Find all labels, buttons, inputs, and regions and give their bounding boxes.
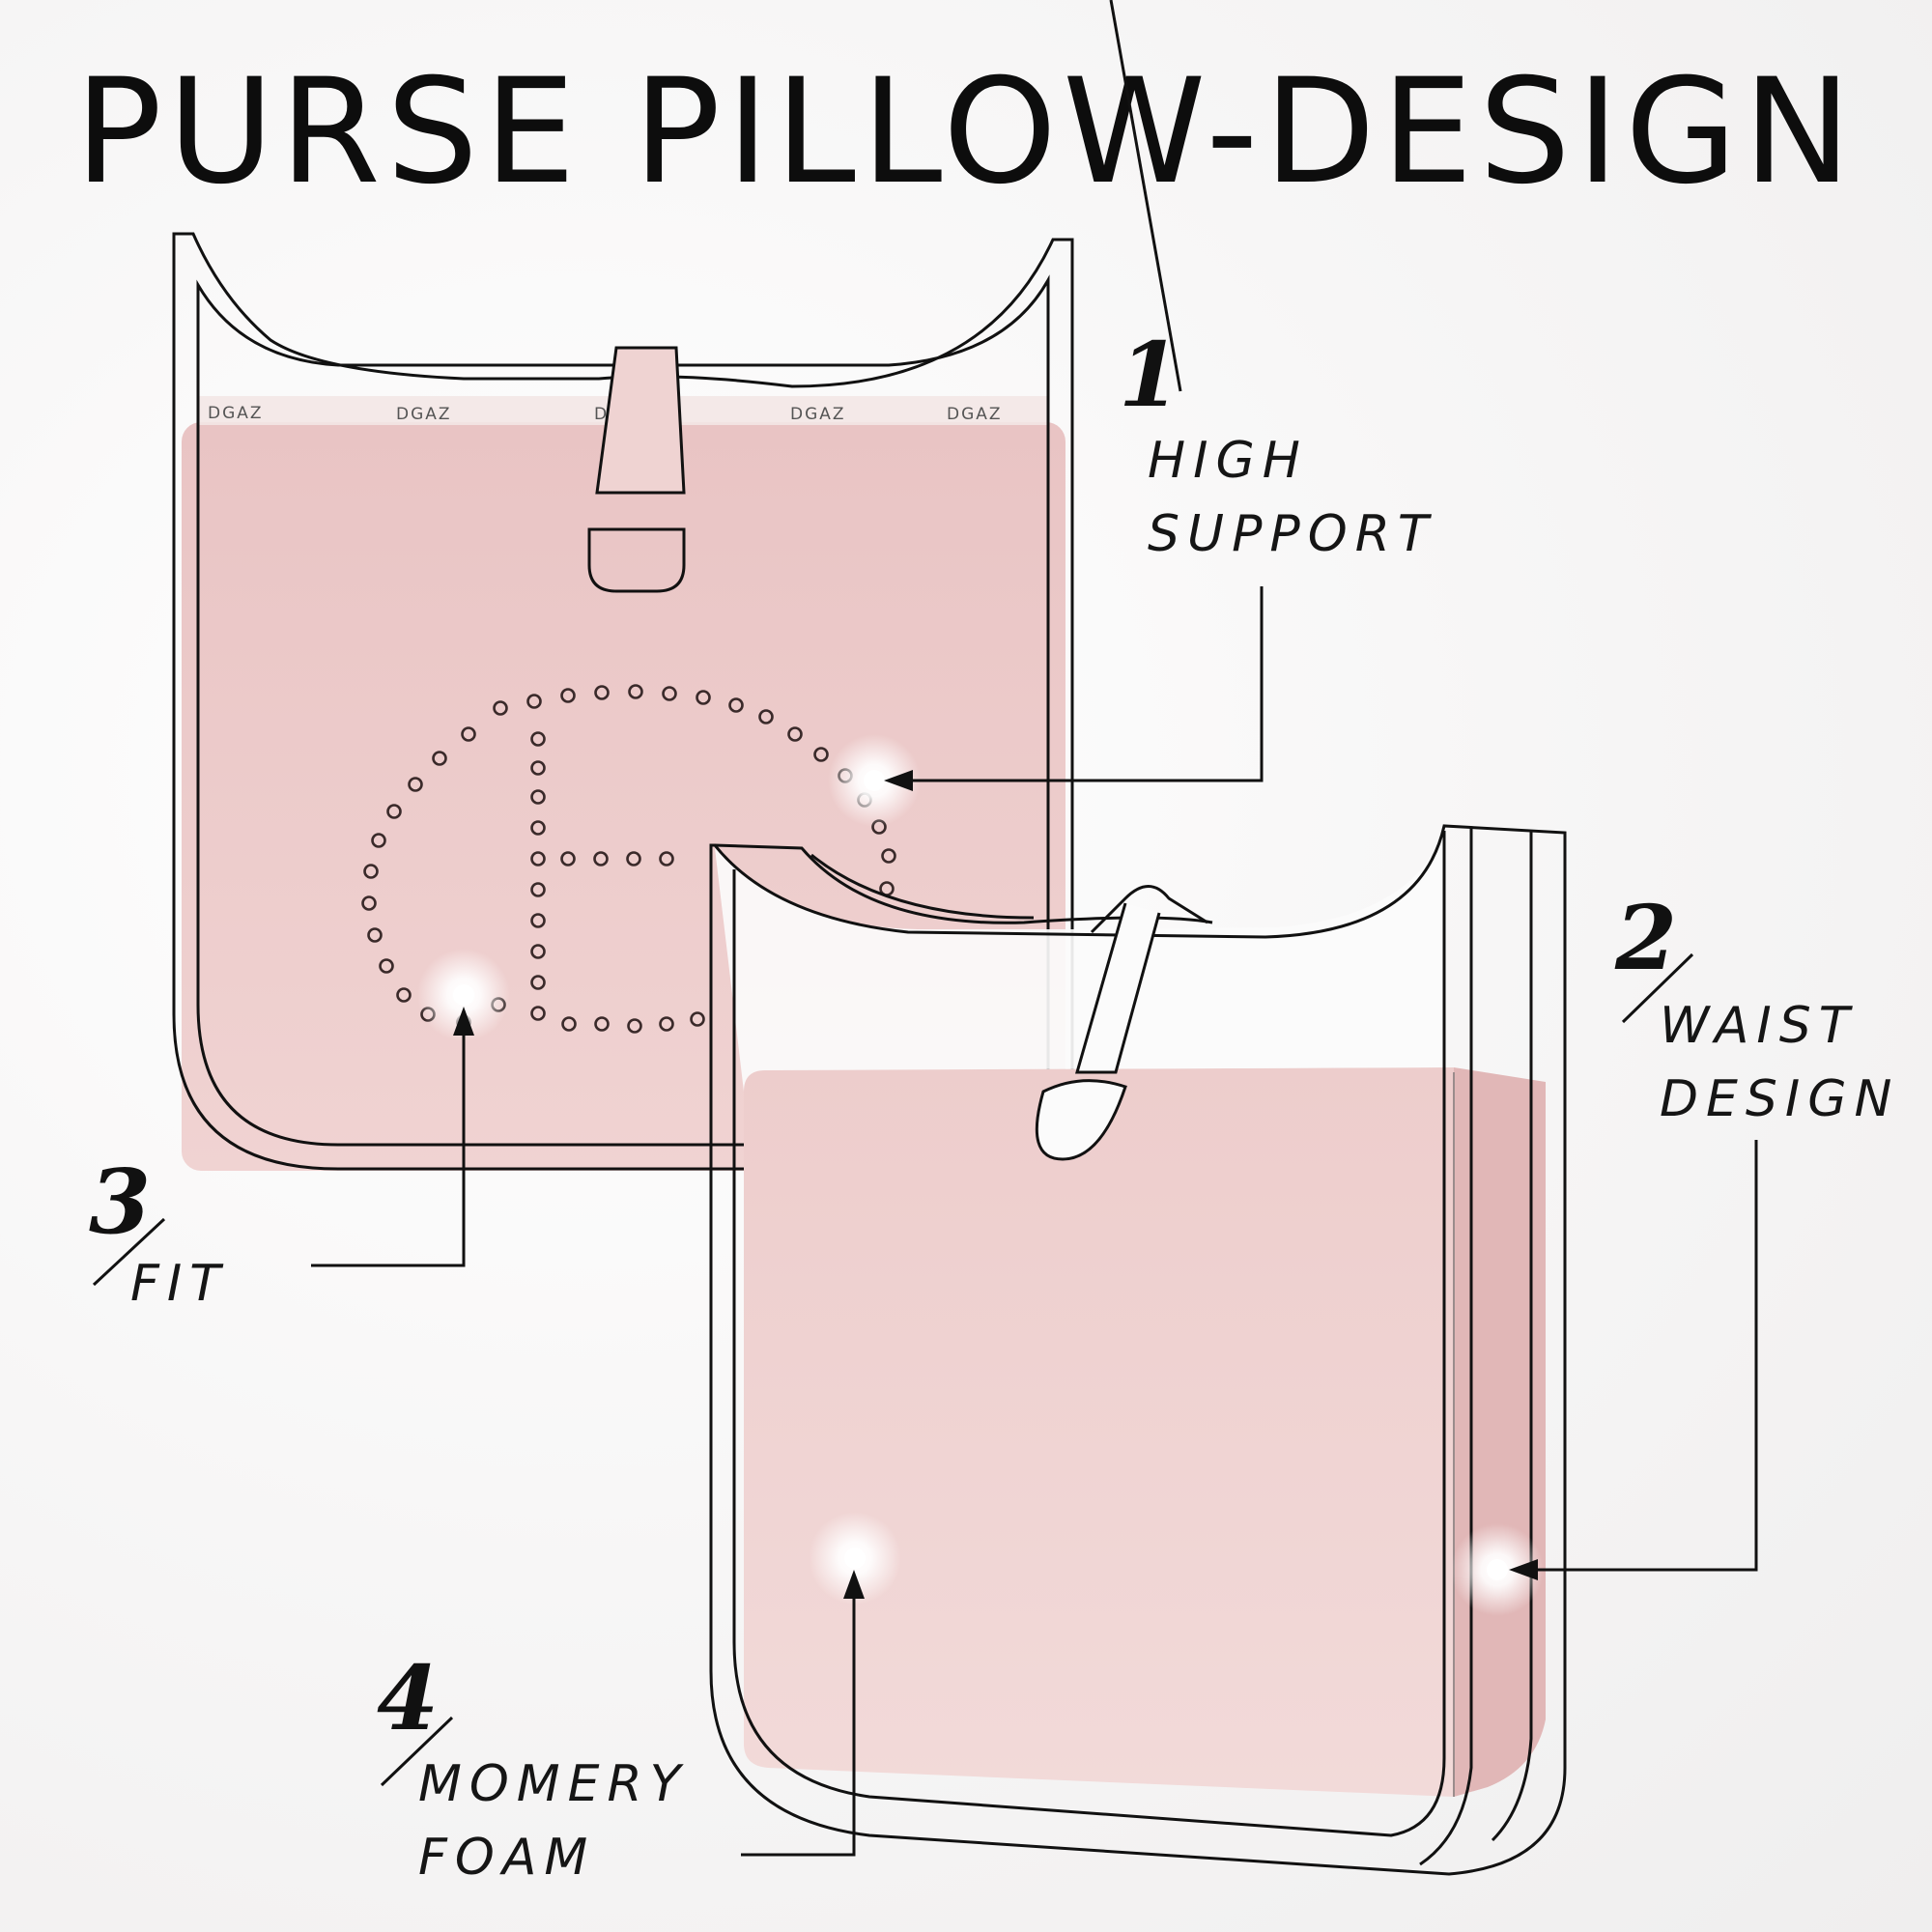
- callout-3-number: 3: [89, 1150, 152, 1254]
- back-purse-inner: [196, 274, 1050, 1147]
- arrowhead-1: [884, 770, 913, 791]
- brand-mark-5: DGAZ: [947, 405, 1003, 424]
- slash-1: [1109, 0, 1182, 392]
- front-side-line-1: [1419, 827, 1473, 1866]
- arrowhead-3: [453, 1007, 474, 1036]
- front-purse: [709, 824, 1567, 1876]
- front-pillow: [744, 1067, 1454, 1797]
- back-purse-outer: [172, 232, 1074, 1171]
- callout-1-number: 1: [1119, 323, 1181, 427]
- front-pillow-side: [1454, 1067, 1546, 1797]
- callout-4-label-line1: MOMERY: [418, 1755, 689, 1813]
- callout-1-label-line1: HIGH: [1148, 432, 1308, 490]
- front-purse-outer: [709, 824, 1567, 1876]
- front-flap-curve: [714, 843, 1213, 924]
- leader-line-1: [903, 586, 1264, 782]
- slash-3: [92, 1217, 166, 1287]
- callout-2-number: 2: [1615, 886, 1678, 990]
- callout-4-label-line2: FOAM: [418, 1829, 596, 1887]
- back-buckle: [587, 527, 686, 593]
- front-purse-inner: [732, 831, 1446, 1837]
- brand-mark-1: DGAZ: [208, 404, 264, 423]
- leader-line-2: [1526, 1140, 1758, 1572]
- slash-4: [380, 1716, 454, 1787]
- arrowhead-2: [1509, 1559, 1538, 1580]
- back-strap: [595, 346, 686, 495]
- slash-2: [1621, 952, 1694, 1024]
- page-title: PURSE PILLOW-DESIGN: [74, 48, 1858, 216]
- callout-2-label-line2: DESIGN: [1660, 1070, 1900, 1128]
- brand-mark-2: DGAZ: [396, 405, 452, 424]
- front-side-line-2: [1491, 831, 1533, 1842]
- front-strap-top: [1090, 885, 1208, 934]
- front-buckle: [1035, 1079, 1127, 1161]
- brand-mark-4: DGAZ: [790, 405, 846, 424]
- callout-2-label-line1: WAIST: [1660, 997, 1858, 1055]
- callout-1-label-line2: SUPPORT: [1148, 505, 1436, 563]
- front-strap: [1075, 902, 1161, 1074]
- callout-4-number: 4: [377, 1646, 440, 1750]
- leader-line-3: [311, 1024, 466, 1267]
- arrowhead-4: [843, 1570, 865, 1599]
- leader-line-4: [741, 1584, 856, 1857]
- callout-3-label-line1: FIT: [130, 1255, 229, 1313]
